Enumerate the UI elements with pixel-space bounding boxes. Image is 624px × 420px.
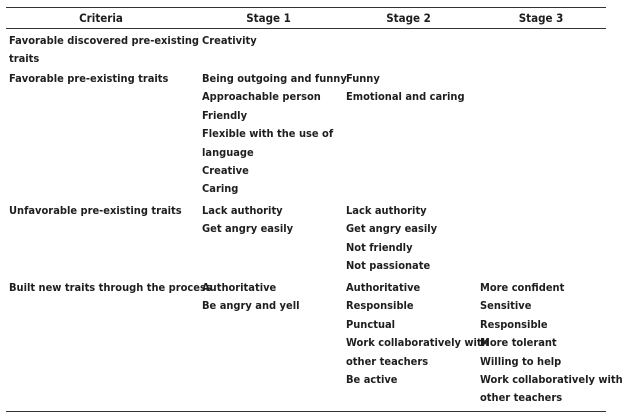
cell-line: Friendly [202,108,248,122]
cell-line: Flexible with the use of [202,127,334,141]
stage-1-cell: Lack authority Get angry easily [202,202,337,239]
cell-line: Creative [202,164,249,178]
cell-line: Favorable discovered pre-existing [9,34,199,47]
header-stage-3: Stage 3 [518,11,564,25]
criteria-cell: Unfavorable pre-existing traits [9,202,194,220]
stage-1-cell: Creativity [202,32,337,50]
cell-line: More tolerant [480,336,557,350]
cell-line: Approachable person [202,90,321,104]
table-bottom-rule [6,411,606,412]
criteria-cell: Favorable pre-existing traits [9,70,194,88]
criteria-cell: Built new traits through the process [9,279,212,297]
cell-line: Not friendly [346,240,413,254]
cell-line: Lack authority [346,204,427,217]
cell-line: Work collaboratively with [480,373,623,387]
cell-line: Emotional and caring [346,90,465,104]
criteria-cell: Favorable discovered pre-existing traits [9,32,199,69]
cell-line: Authoritative [346,281,421,294]
cell-line: Work collaboratively with [346,336,489,350]
header-stage-2: Stage 2 [386,11,431,25]
stage-2-cell: Lack authority Get angry easily Not frie… [346,202,476,276]
cell-line: Funny [346,72,380,85]
cell-line: Being outgoing and funny [202,72,347,85]
cell-line: Get angry easily [346,222,438,236]
cell-line: Be active [346,373,398,387]
cell-line: More confident [480,281,565,294]
cell-line: Creativity [202,34,257,47]
cell-line: Lack authority [202,204,283,217]
cell-line: traits [9,52,40,66]
cell-line: Unfavorable pre-existing traits [9,204,182,217]
cell-line: other teachers [346,354,429,368]
cell-line: language [202,145,254,159]
cell-line: Built new traits through the process [9,281,212,294]
stage-3-cell: More confident Sensitive Responsible Mor… [480,279,623,408]
cell-line: Responsible [480,317,548,331]
header-rule [6,28,606,29]
header-stage-1: Stage 1 [246,11,291,25]
cell-line: Get angry easily [202,222,294,236]
stage-2-cell: Authoritative Responsible Punctual Work … [346,279,489,389]
cell-line: Favorable pre-existing traits [9,72,169,85]
cell-line: Responsible [346,299,414,313]
cell-line: Not passionate [346,259,431,273]
header-criteria: Criteria [79,11,123,25]
cell-line: Be angry and yell [202,299,300,313]
cell-line: other teachers [480,391,563,405]
stage-1-cell: Authoritative Be angry and yell [202,279,337,316]
table-top-rule [6,7,606,8]
cell-line: Authoritative [202,281,277,294]
cell-line: Sensitive [480,299,532,313]
stage-1-cell: Being outgoing and funny Approachable pe… [202,70,347,199]
cell-line: Willing to help [480,354,562,368]
cell-line: Caring [202,182,239,196]
cell-line: Punctual [346,317,396,331]
stage-2-cell: Funny Emotional and caring [346,70,476,107]
